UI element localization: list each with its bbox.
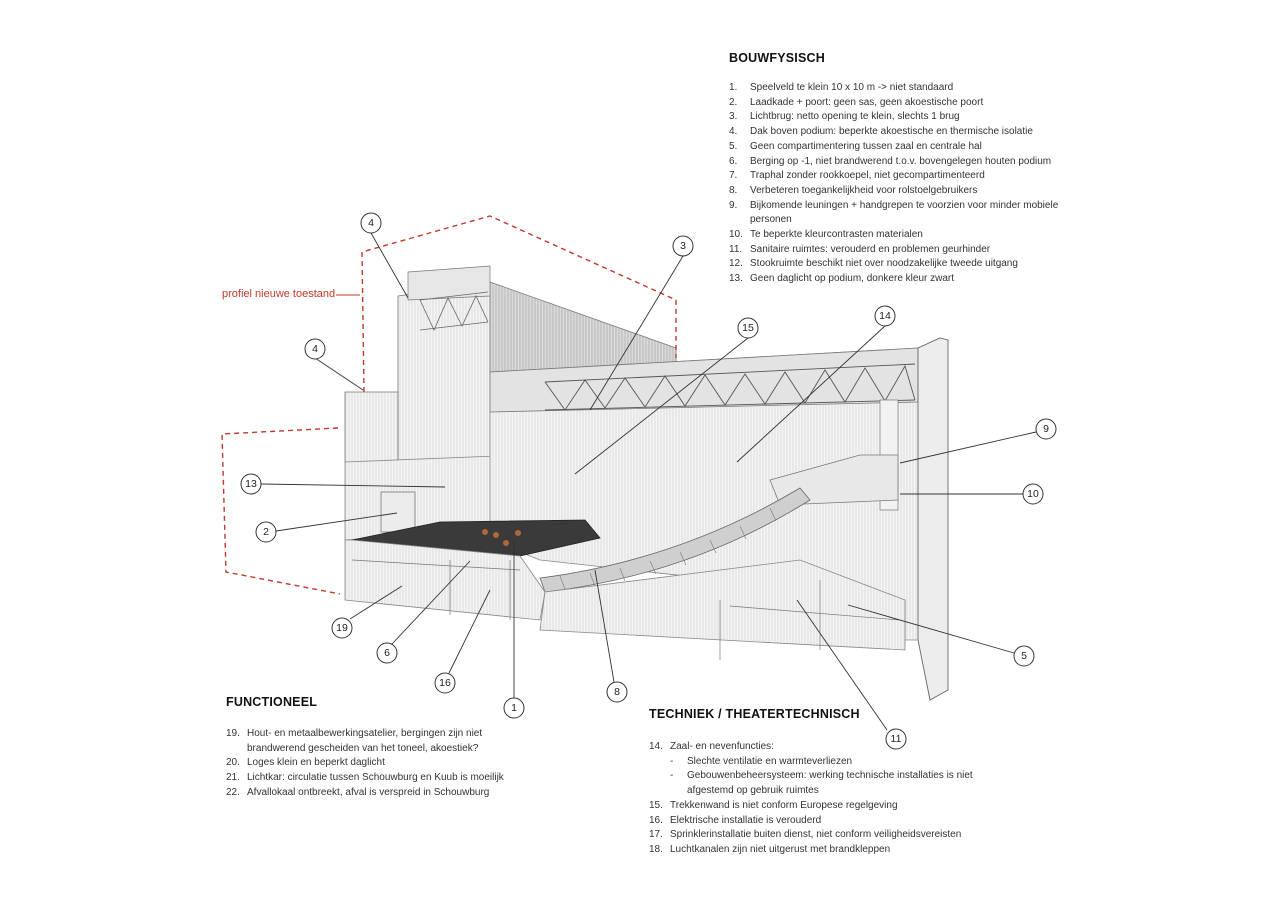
list-item: 6.Berging op -1, niet brandwerend t.o.v.… [729, 155, 1052, 167]
list-item: 14.Zaal- en nevenfuncties: [649, 741, 774, 752]
list-item: 17.Sprinklerinstallatie buiten dienst, n… [649, 829, 962, 841]
callout-13: 13 [240, 473, 262, 495]
svg-text:4: 4 [312, 343, 318, 355]
svg-text:19: 19 [336, 622, 348, 634]
svg-text:13: 13 [245, 478, 257, 490]
list-item: 10.Te beperkte kleurcontrasten materiale… [729, 229, 923, 241]
sub-list-item: -Slechte ventilatie en warmteverliezen [670, 755, 853, 767]
list-item: 22.Afvallokaal ontbreekt, afval is versp… [226, 786, 490, 798]
svg-text:2: 2 [263, 526, 269, 538]
callout-14: 14 [874, 305, 896, 327]
list-item: 1.Speelveld te klein 10 x 10 m -> niet s… [729, 82, 954, 93]
callout-2: 2 [255, 521, 277, 543]
svg-text:5: 5 [1021, 650, 1027, 662]
functioneel-heading: FUNCTIONEEL [226, 695, 318, 709]
callout-15: 15 [737, 317, 759, 339]
callout-19: 19 [331, 617, 353, 639]
list-item: 19.Hout- en metaalbewerkingsatelier, ber… [226, 728, 483, 754]
svg-text:6: 6 [384, 647, 390, 659]
bouwfysisch-list: 1.Speelveld te klein 10 x 10 m -> niet s… [729, 81, 1059, 287]
list-item: 11.Sanitaire ruimtes: verouderd en probl… [729, 243, 991, 255]
callout-3: 3 [672, 235, 694, 257]
callout-8: 8 [606, 681, 628, 703]
svg-text:14: 14 [879, 310, 891, 322]
list-item: 16.Elektrische installatie is verouderd [649, 814, 822, 826]
profile-label: profiel nieuwe toestand [222, 288, 336, 300]
svg-text:1: 1 [511, 702, 517, 714]
list-item: 9.Bijkomende leuningen + handgrepen te v… [729, 199, 1059, 226]
sub-list-item: -Gebouwenbeheersysteem: werking technisc… [670, 770, 973, 797]
list-item: 15.Trekkenwand is niet conform Europese … [649, 799, 898, 811]
bouwfysisch-heading: BOUWFYSISCH [729, 51, 825, 65]
svg-text:15: 15 [742, 322, 754, 334]
callout-10: 10 [1022, 483, 1044, 505]
callout-leaders [260, 232, 1037, 731]
list-item: 4.Dak boven podium: beperkte akoestische… [729, 126, 1033, 138]
callout-16: 16 [434, 672, 456, 694]
svg-text:11: 11 [891, 733, 902, 745]
svg-text:3: 3 [680, 240, 686, 252]
list-item: 13.Geen daglicht op podium, donkere kleu… [729, 273, 955, 285]
list-item: 2.Laadkade + poort: geen sas, geen akoes… [729, 96, 984, 108]
list-item: 3.Lichtbrug: netto opening te klein, sle… [729, 111, 960, 123]
list-item: 8.Verbeteren toegankelijkheid voor rolst… [729, 184, 978, 196]
list-item: 21.Lichtkar: circulatie tussen Schouwbur… [226, 772, 504, 784]
list-item: 20.Loges klein en beperkt daglicht [226, 757, 385, 769]
callout-11: 11 [885, 728, 907, 750]
svg-text:16: 16 [439, 677, 451, 689]
callout-6: 6 [376, 642, 398, 664]
callout-1: 1 [503, 697, 525, 719]
profile-new-situation [221, 215, 677, 595]
svg-text:4: 4 [368, 217, 374, 229]
techniek-heading: TECHNIEK / THEATERTECHNISCH [649, 707, 860, 721]
callout-9: 9 [1035, 418, 1057, 440]
list-item: 7.Traphal zonder rookkoepel, niet gecomp… [729, 170, 985, 182]
list-item: 12.Stookruimte beschikt niet over noodza… [729, 258, 1018, 270]
svg-text:9: 9 [1043, 423, 1049, 435]
callout-4-top: 4 [360, 212, 382, 234]
svg-text:8: 8 [614, 686, 620, 698]
callout-5: 5 [1013, 645, 1035, 667]
functioneel-list: 19.Hout- en metaalbewerkingsatelier, ber… [226, 727, 516, 801]
techniek-list: 14.Zaal- en nevenfuncties: -Slechte vent… [649, 740, 979, 858]
svg-text:10: 10 [1027, 488, 1039, 500]
list-item: 18.Luchtkanalen zijn niet uitgerust met … [649, 843, 891, 855]
building-section [344, 265, 949, 701]
callout-4-left: 4 [304, 338, 326, 360]
list-item: 5.Geen compartimentering tussen zaal en … [729, 140, 982, 152]
